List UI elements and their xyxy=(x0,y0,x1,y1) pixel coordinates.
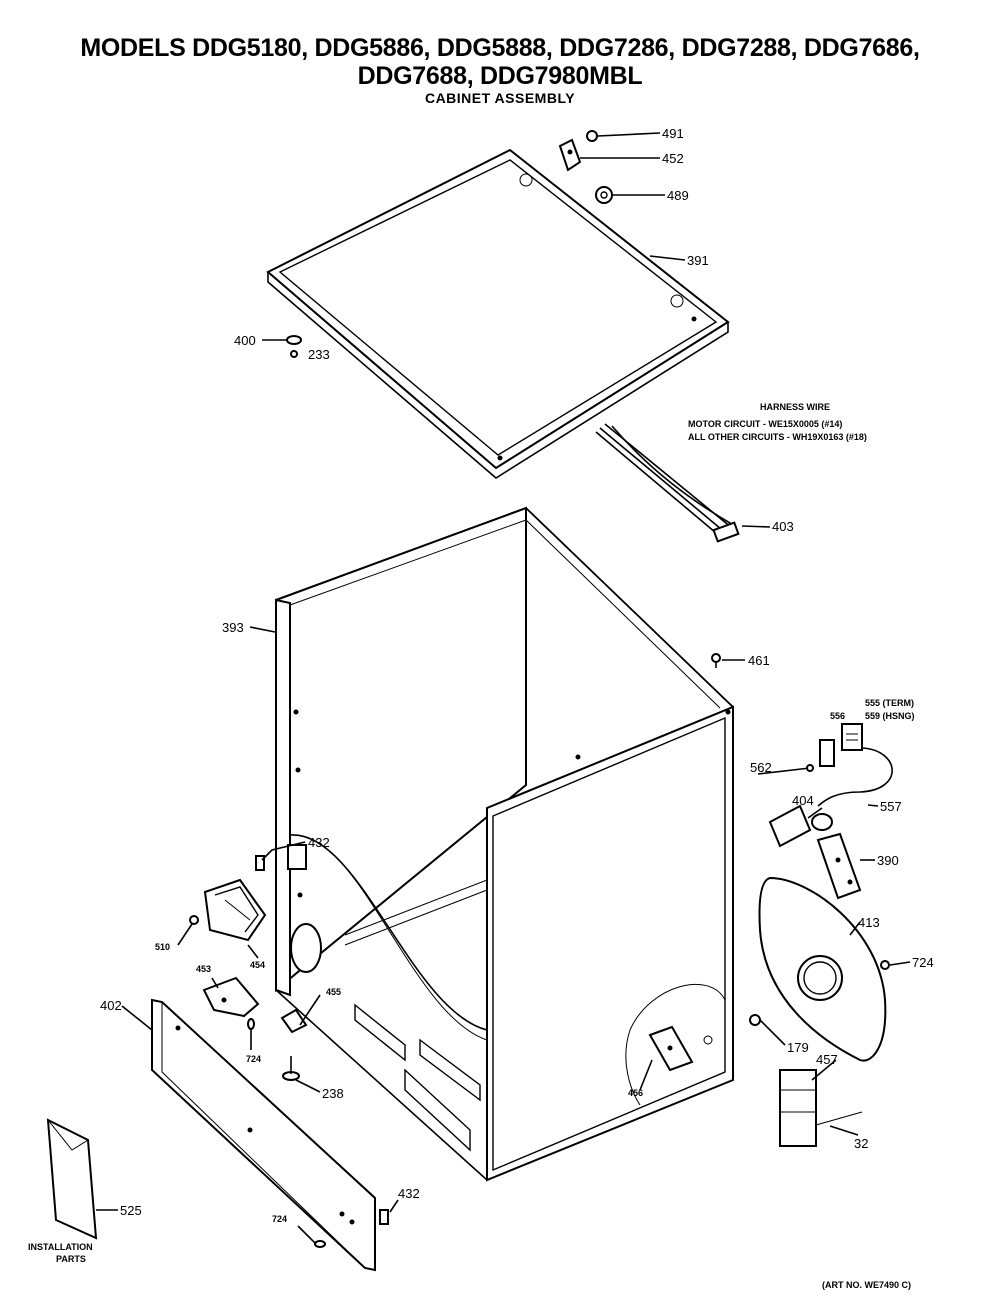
top-cover-panel xyxy=(266,148,730,479)
nut-489 xyxy=(595,186,613,204)
screw-491 xyxy=(586,130,598,142)
label-233: 233 xyxy=(308,347,330,362)
label-402: 402 xyxy=(100,998,122,1013)
bracket-456 xyxy=(648,1025,694,1072)
lint-filter-457 xyxy=(779,1069,817,1147)
leader-lines xyxy=(96,132,911,1245)
toe-panel-402 xyxy=(151,998,376,1272)
hinge-clip-452 xyxy=(558,138,582,172)
label-390: 390 xyxy=(877,853,899,868)
screw-510 xyxy=(189,915,199,925)
harness-note-other: ALL OTHER CIRCUITS - WH19X0163 (#18) xyxy=(688,432,867,442)
terminal-block-556 xyxy=(819,739,835,767)
leveling-leg-238 xyxy=(282,1056,300,1081)
bumper-400 xyxy=(286,335,302,345)
cabinet-body xyxy=(275,506,735,1182)
latch-455 xyxy=(280,1008,308,1034)
harness-wire xyxy=(595,423,740,543)
bracket-390 xyxy=(816,832,862,900)
clip-562 xyxy=(757,764,814,775)
bracket-453 xyxy=(202,976,260,1018)
label-432-top: 432 xyxy=(308,835,330,850)
label-489: 489 xyxy=(667,188,689,203)
label-391: 391 xyxy=(687,253,709,268)
parts-label: PARTS xyxy=(56,1254,86,1264)
bracket-404 xyxy=(768,804,812,848)
harness-wire-note: HARNESS WIRE MOTOR CIRCUIT - WE15X0005 (… xyxy=(688,402,867,442)
switch-body-557 xyxy=(811,813,833,831)
installation-parts-bag xyxy=(46,1118,98,1240)
label-556: 556 xyxy=(830,711,845,721)
label-724-right: 724 xyxy=(912,955,934,970)
installation-label: INSTALLATION xyxy=(28,1242,93,1252)
label-457: 457 xyxy=(816,1052,838,1067)
art-number: (ART NO. WE7490 C) xyxy=(822,1280,911,1290)
label-491: 491 xyxy=(662,126,684,141)
screw-724-left xyxy=(247,1018,255,1030)
label-724-left: 724 xyxy=(246,1054,261,1064)
installation-parts-caption: INSTALLATION PARTS xyxy=(28,1242,93,1264)
label-559: 559 (HSNG) xyxy=(865,711,915,721)
cabinet-assembly-subtitle: CABINET ASSEMBLY xyxy=(424,90,576,106)
label-525: 525 xyxy=(120,1203,142,1218)
screw-233 xyxy=(290,350,298,358)
label-238: 238 xyxy=(322,1086,344,1101)
label-510: 510 xyxy=(155,942,170,952)
label-393: 393 xyxy=(222,620,244,635)
terminal-housing-559 xyxy=(841,723,863,751)
back-panel-413 xyxy=(758,876,887,1062)
label-413: 413 xyxy=(858,915,880,930)
wire-32 xyxy=(815,1111,863,1126)
label-455: 455 xyxy=(326,987,341,997)
label-454: 454 xyxy=(250,960,265,970)
screw-724 xyxy=(880,960,890,970)
label-400: 400 xyxy=(234,333,256,348)
label-555: 555 (TERM) xyxy=(865,698,914,708)
label-461: 461 xyxy=(748,653,770,668)
harness-note-motor: MOTOR CIRCUIT - WE15X0005 (#14) xyxy=(688,419,842,429)
label-562: 562 xyxy=(750,760,772,775)
wire-lead-557 xyxy=(817,747,893,807)
part-labels: 491 452 489 391 400 233 403 393 461 555 … xyxy=(100,126,934,1224)
screw-724-bottom xyxy=(314,1240,326,1248)
label-557: 557 xyxy=(880,799,902,814)
models-title-line2: DDG7688, DDG7980MBL xyxy=(357,62,643,90)
models-title-line1: MODELS DDG5180, DDG5886, DDG5888, DDG728… xyxy=(80,34,920,62)
label-724-bottom: 724 xyxy=(272,1214,287,1224)
label-452: 452 xyxy=(662,151,684,166)
label-403: 403 xyxy=(772,519,794,534)
harness-note-title: HARNESS WIRE xyxy=(760,402,830,412)
screw-461 xyxy=(711,653,721,668)
label-404: 404 xyxy=(792,793,814,808)
label-453: 453 xyxy=(196,964,211,974)
screw-179 xyxy=(749,1014,761,1026)
grommet-432 xyxy=(255,855,265,871)
label-32: 32 xyxy=(854,1136,868,1151)
label-179: 179 xyxy=(787,1040,809,1055)
label-456: 456 xyxy=(628,1088,643,1098)
label-432-bottom: 432 xyxy=(398,1186,420,1201)
grommet-432-bottom xyxy=(379,1209,389,1225)
door-switch-454 xyxy=(203,878,267,942)
